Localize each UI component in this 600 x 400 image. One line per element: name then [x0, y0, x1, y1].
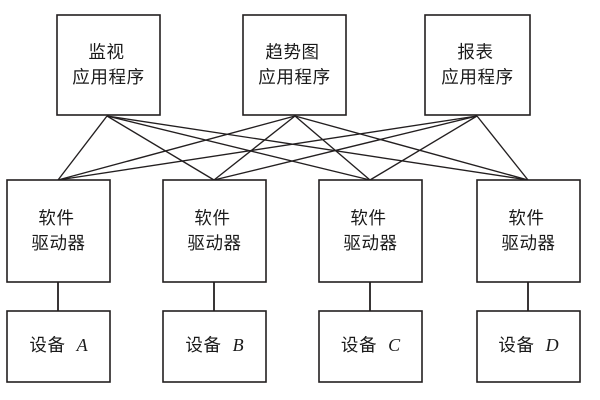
- app-monitor-line1: 监视: [88, 42, 124, 62]
- driver-d-line1: 软件: [508, 208, 544, 228]
- device-layer: 设备 A 设备 B 设备 C: [6, 310, 581, 383]
- app-trend-label: 趋势图 应用程序: [258, 42, 330, 87]
- device-b-box[interactable]: [162, 310, 267, 383]
- app-report-line1: 报表: [457, 42, 493, 62]
- edge-app-monitor-to-driver-d: [106, 115, 529, 181]
- device-b-text: 设备: [185, 335, 221, 355]
- driver-a-box[interactable]: [6, 179, 111, 283]
- application-layer: 监视 应用程序 趋势图 应用程序 报表 应用程序: [56, 14, 531, 116]
- edge-app-monitor-to-driver-c: [106, 115, 371, 181]
- driver-c-line2: 驱动器: [343, 233, 397, 253]
- app-report-box[interactable]: [424, 14, 531, 116]
- device-c-text: 设备: [341, 335, 377, 355]
- driver-a-line2: 驱动器: [31, 233, 85, 253]
- edge-app-trend-to-driver-b: [213, 115, 296, 181]
- edge-app-trend-to-driver-d: [294, 115, 529, 181]
- device-d-suffix: D: [545, 335, 559, 355]
- device-c-box[interactable]: [318, 310, 423, 383]
- device-d-box[interactable]: [476, 310, 581, 383]
- app-report-label: 报表 应用程序: [441, 42, 513, 87]
- edge-app-report-to-driver-c: [369, 115, 478, 181]
- driver-device-connection-group: [57, 282, 529, 311]
- node-device-b[interactable]: 设备 B: [162, 310, 267, 383]
- app-trend-line1: 趋势图: [265, 42, 319, 62]
- device-a-label: 设备 A: [29, 335, 88, 355]
- device-c-suffix: C: [388, 335, 401, 355]
- node-app-report[interactable]: 报表 应用程序: [424, 14, 531, 116]
- device-a-box[interactable]: [6, 310, 111, 383]
- driver-b-label: 软件 驱动器: [187, 208, 241, 253]
- edge-app-report-to-driver-a: [57, 115, 478, 181]
- edge-app-report-to-driver-d: [476, 115, 529, 181]
- node-device-c[interactable]: 设备 C: [318, 310, 423, 383]
- app-monitor-line2: 应用程序: [72, 67, 144, 87]
- edge-app-trend-to-driver-c: [294, 115, 371, 181]
- driver-a-line1: 软件: [38, 208, 74, 228]
- node-device-a[interactable]: 设备 A: [6, 310, 111, 383]
- app-monitor-box[interactable]: [56, 14, 161, 116]
- app-trend-line2: 应用程序: [258, 67, 330, 87]
- app-driver-connection-group: [57, 115, 529, 181]
- driver-a-label: 软件 驱动器: [31, 208, 85, 253]
- driver-b-box[interactable]: [162, 179, 267, 283]
- device-d-label: 设备 D: [498, 335, 558, 355]
- edge-app-report-to-driver-b: [213, 115, 478, 181]
- node-driver-d[interactable]: 软件 驱动器: [476, 179, 581, 283]
- device-a-text: 设备: [29, 335, 65, 355]
- edge-app-trend-to-driver-a: [57, 115, 296, 181]
- driver-c-label: 软件 驱动器: [343, 208, 397, 253]
- driver-d-line2: 驱动器: [501, 233, 555, 253]
- device-d-text: 设备: [498, 335, 534, 355]
- driver-d-label: 软件 驱动器: [501, 208, 555, 253]
- driver-b-line1: 软件: [194, 208, 230, 228]
- node-device-d[interactable]: 设备 D: [476, 310, 581, 383]
- node-driver-a[interactable]: 软件 驱动器: [6, 179, 111, 283]
- driver-c-box[interactable]: [318, 179, 423, 283]
- node-app-monitor[interactable]: 监视 应用程序: [56, 14, 161, 116]
- node-driver-c[interactable]: 软件 驱动器: [318, 179, 423, 283]
- node-driver-b[interactable]: 软件 驱动器: [162, 179, 267, 283]
- edge-app-monitor-to-driver-a: [57, 115, 108, 181]
- device-a-suffix: A: [76, 335, 89, 355]
- driver-b-line2: 驱动器: [187, 233, 241, 253]
- edge-app-monitor-to-driver-b: [106, 115, 215, 181]
- driver-layer: 软件 驱动器 软件 驱动器 软件 驱动器: [6, 179, 581, 283]
- app-monitor-label: 监视 应用程序: [72, 42, 144, 87]
- app-report-line2: 应用程序: [441, 67, 513, 87]
- driver-d-box[interactable]: [476, 179, 581, 283]
- app-trend-box[interactable]: [242, 14, 347, 116]
- device-b-suffix: B: [233, 335, 244, 355]
- node-app-trend[interactable]: 趋势图 应用程序: [242, 14, 347, 116]
- device-b-label: 设备 B: [185, 335, 243, 355]
- device-c-label: 设备 C: [341, 335, 401, 355]
- driver-c-line1: 软件: [350, 208, 386, 228]
